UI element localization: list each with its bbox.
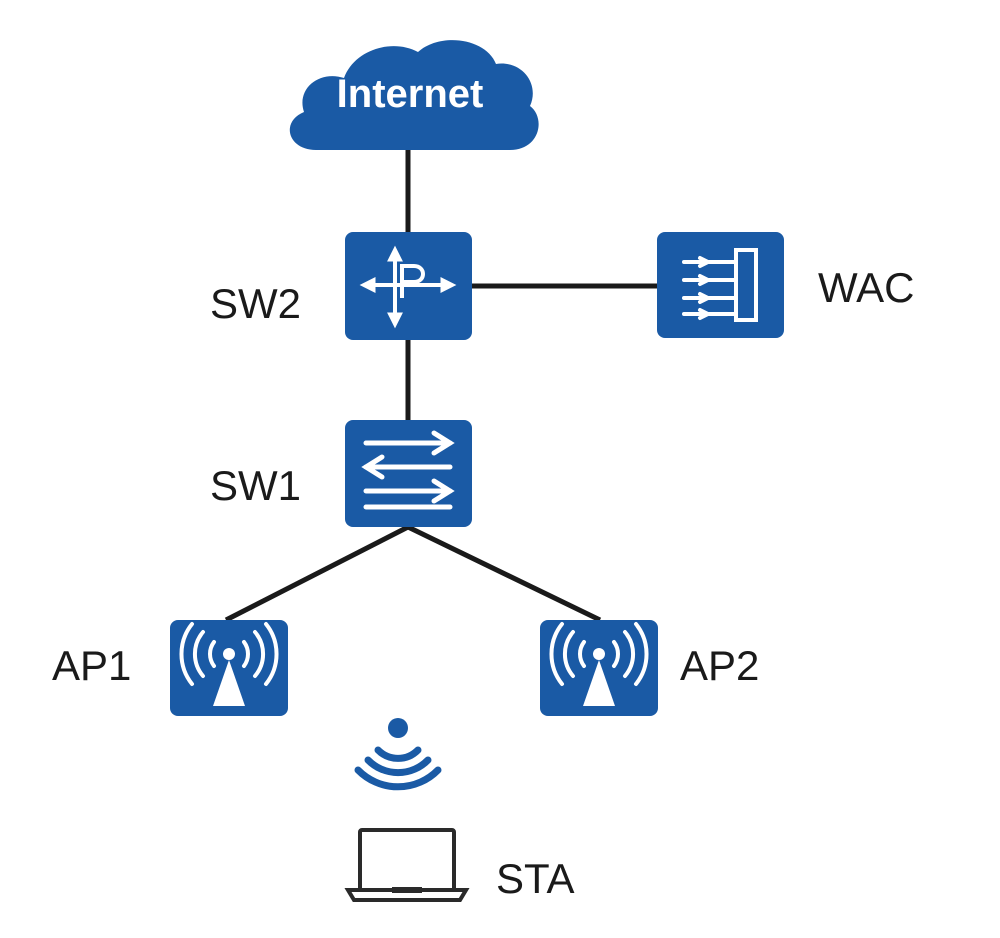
links	[224, 150, 657, 623]
sta-node: STA	[344, 828, 575, 902]
ap1-label: AP1	[52, 642, 131, 689]
internet-node: Internet	[289, 40, 539, 150]
ap2-label: AP2	[680, 642, 759, 689]
link-sw1-ap2	[406, 524, 602, 623]
wireless-controller-icon	[657, 232, 784, 338]
internet-label: Internet	[337, 72, 484, 116]
layer2-switch-icon	[345, 420, 472, 527]
sw2-label: SW2	[210, 280, 301, 327]
sw1-node: SW1	[210, 420, 472, 527]
sw1-label: SW1	[210, 462, 301, 509]
wac-label: WAC	[818, 264, 914, 311]
sta-label: STA	[496, 855, 575, 902]
access-point-icon	[170, 620, 288, 716]
link-sw1-ap1	[224, 524, 410, 623]
cloud-icon	[289, 40, 539, 150]
wifi-signal-icon	[354, 718, 442, 791]
ap1-node: AP1	[52, 620, 288, 716]
access-point-icon	[540, 620, 658, 716]
laptop-icon	[344, 828, 470, 902]
sw2-node: SW2	[210, 232, 472, 340]
wac-node: WAC	[657, 232, 914, 338]
layer3-switch-icon	[345, 232, 472, 340]
ap2-node: AP2	[540, 620, 759, 716]
